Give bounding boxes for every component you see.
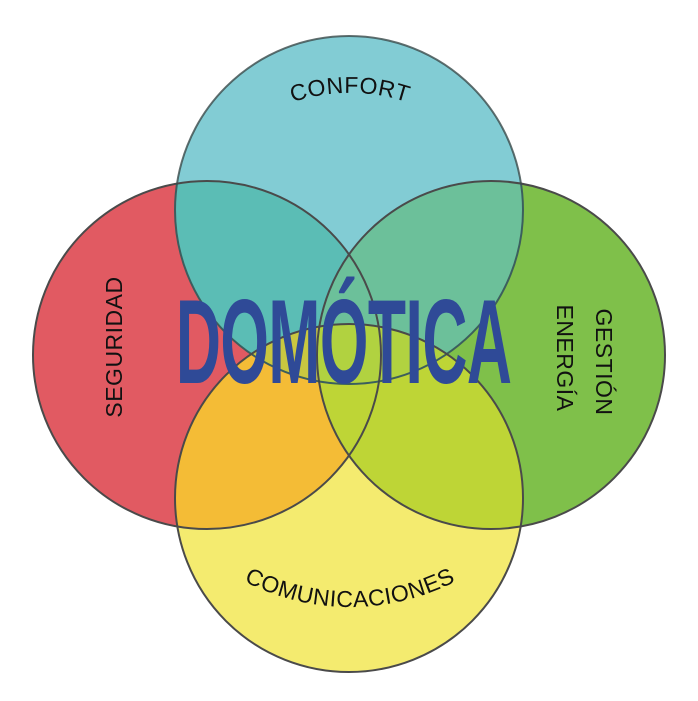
label-seguridad: SEGURIDAD bbox=[101, 276, 127, 417]
label-energia: ENERGÍA bbox=[552, 304, 578, 411]
circle-outlines bbox=[32, 35, 666, 673]
label-gestion: GESTIÓN bbox=[591, 308, 617, 415]
